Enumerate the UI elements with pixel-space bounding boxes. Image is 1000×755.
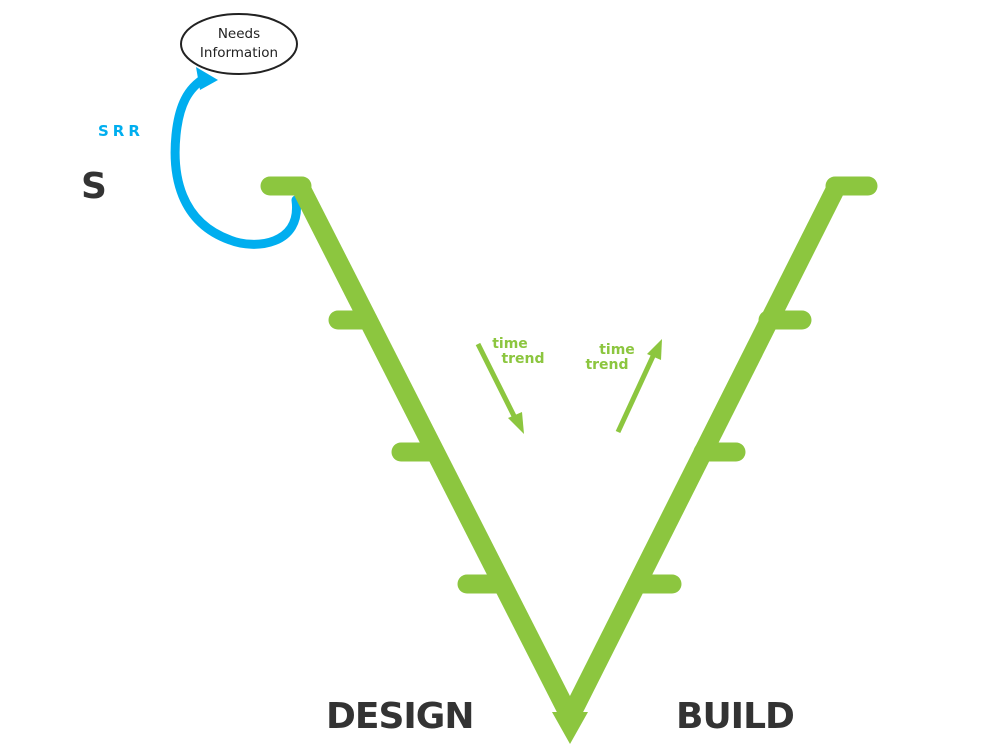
s-label: S	[81, 166, 107, 207]
design-phase-label: DESIGN	[326, 696, 474, 737]
trend-up-line-1: time	[599, 342, 635, 358]
trend-down-arrowhead	[508, 412, 524, 434]
v-bottom-point	[552, 712, 588, 744]
time-trend-down-label: time trend	[488, 337, 558, 367]
srr-label: SRR	[98, 122, 144, 140]
srr-arc	[170, 73, 301, 249]
trend-down-line-2: trend	[501, 351, 545, 367]
trend-down-arrow-shaft	[475, 342, 518, 420]
time-trend-up-label: time trend	[578, 343, 648, 373]
srr-arc-arrowhead	[196, 67, 218, 90]
trend-up-arrow-shaft	[615, 352, 657, 434]
trend-up-line-2: trend	[585, 357, 629, 373]
build-phase-label: BUILD	[676, 696, 795, 737]
needs-information-bubble-shape	[180, 13, 298, 75]
trend-up-arrowhead	[647, 339, 662, 360]
trend-down-line-1: time	[492, 336, 528, 352]
